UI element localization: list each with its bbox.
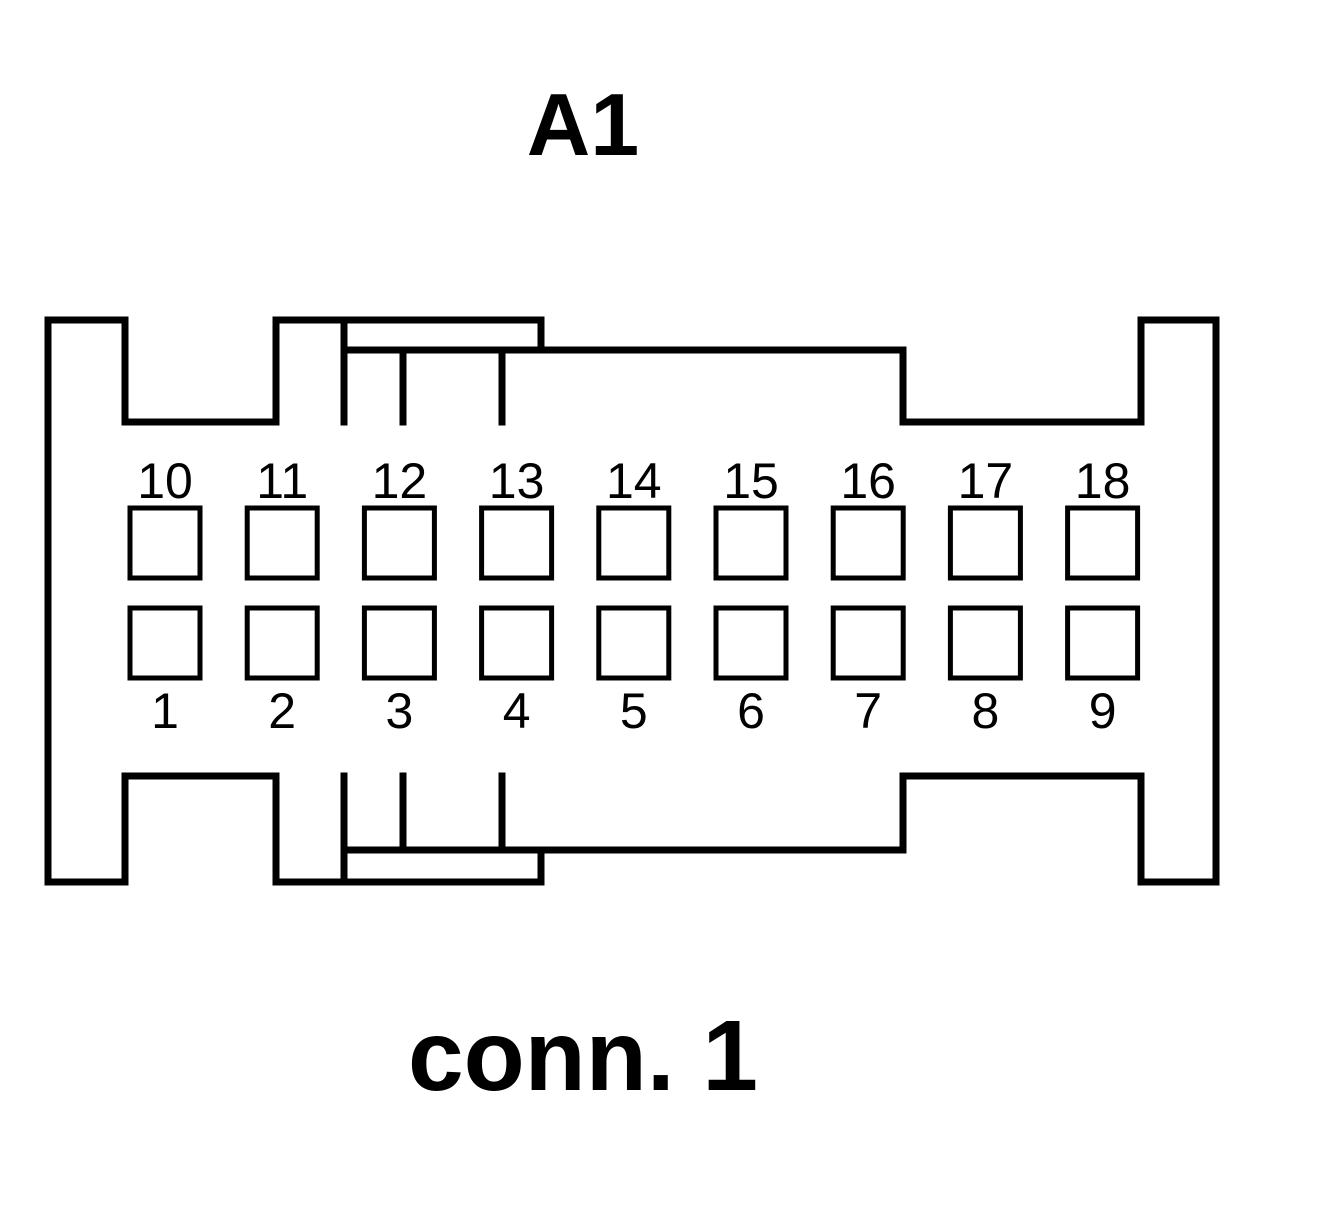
pin-cavity (596, 605, 672, 681)
top-latch (340, 316, 545, 426)
pin-number: 5 (620, 683, 648, 739)
pin-number: 13 (489, 453, 545, 509)
pin-number: 2 (268, 683, 296, 739)
pin-cavity (244, 605, 320, 681)
pin-cavity (947, 605, 1023, 681)
pin-cavity (830, 505, 906, 581)
pin-cavity (947, 505, 1023, 581)
pin-number: 17 (958, 453, 1014, 509)
pin-cavity (713, 505, 789, 581)
pin-number: 1 (151, 683, 179, 739)
pin-number: 15 (723, 453, 779, 509)
bottom-latch (340, 772, 545, 886)
pin-number: 8 (971, 683, 999, 739)
pin-number: 11 (256, 453, 308, 509)
pin-cavity (244, 505, 320, 581)
pin-cavity (127, 605, 203, 681)
pin-number: 10 (137, 453, 193, 509)
pin-cavity (1065, 505, 1141, 581)
pin-number: 16 (840, 453, 896, 509)
pin-number: 6 (737, 683, 765, 739)
pin-cavity (479, 605, 555, 681)
pin-cavity (361, 505, 437, 581)
pin-cavity (830, 605, 906, 681)
pin-number: 7 (854, 683, 882, 739)
pin-cavity (127, 505, 203, 581)
pin-number: 9 (1089, 683, 1117, 739)
pin-number: 4 (503, 683, 531, 739)
pin-number: 3 (385, 683, 413, 739)
pin-number: 18 (1075, 453, 1131, 509)
pin-cavity (479, 505, 555, 581)
pin-cavity (361, 605, 437, 681)
pin-cavity (713, 605, 789, 681)
connector-caption: conn. 1 (408, 1000, 758, 1112)
pin-cavity (596, 505, 672, 581)
connector-housing-outline (44, 316, 1220, 886)
pin-cavity (1065, 605, 1141, 681)
pin-number: 14 (606, 453, 662, 509)
pin-number: 12 (372, 453, 428, 509)
connector-title: A1 (527, 75, 640, 174)
